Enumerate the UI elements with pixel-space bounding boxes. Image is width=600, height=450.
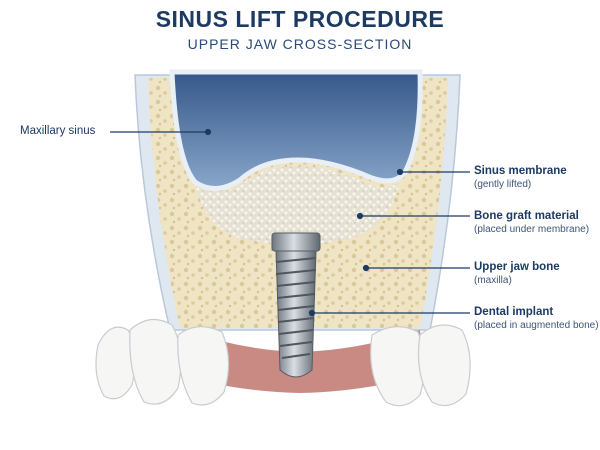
label-bone-graft-sub: (placed under membrane) — [474, 224, 590, 235]
label-sinus-membrane-sub: (gently lifted) — [474, 179, 532, 190]
bone-graft-material — [196, 166, 400, 245]
label-bone-graft: Bone graft material (placed under membra… — [474, 210, 589, 235]
teeth-left — [95, 319, 230, 406]
label-dental-implant-text: Dental implant — [474, 306, 554, 318]
label-maxillary-sinus: Maxillary sinus — [20, 125, 95, 137]
label-upper-jaw-bone-sub: (maxilla) — [474, 275, 512, 286]
label-bone-graft-text: Bone graft material — [474, 210, 579, 222]
label-sinus-membrane-text: Sinus membrane — [474, 165, 567, 177]
label-maxillary-sinus-text: Maxillary sinus — [20, 125, 96, 137]
page-title: SINUS LIFT PROCEDURE — [155, 6, 445, 32]
maxillary-sinus — [169, 69, 423, 191]
label-dental-implant-sub: (placed in augmented bone) — [474, 320, 599, 331]
page-subtitle: UPPER JAW CROSS-SECTION — [187, 36, 413, 52]
teeth-right — [370, 324, 471, 407]
label-dental-implant: Dental implant (placed in augmented bone… — [474, 306, 599, 331]
label-sinus-membrane: Sinus membrane (gently lifted) — [474, 165, 567, 190]
label-upper-jaw-bone-text: Upper jaw bone — [474, 261, 560, 273]
dental-implant — [271, 232, 321, 378]
label-upper-jaw-bone: Upper jaw bone (maxilla) — [474, 261, 560, 286]
